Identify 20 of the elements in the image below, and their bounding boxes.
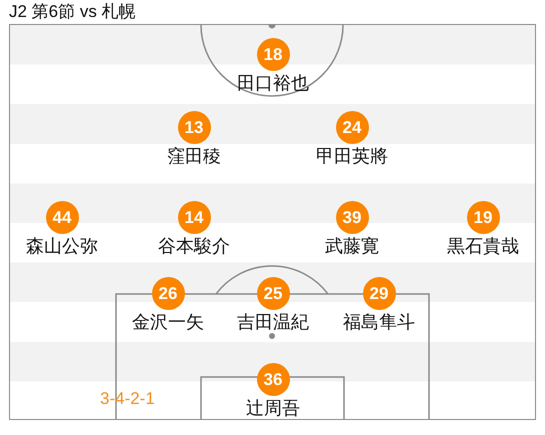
player-number: 14 (178, 200, 210, 234)
player-name: 辻周吾 (246, 398, 300, 419)
player-number: 13 (178, 110, 210, 144)
page-title: J2 第6節 vs 札幌 (9, 2, 136, 22)
player-name: 吉田温紀 (237, 312, 309, 334)
player-number: 39 (336, 200, 368, 234)
player-name: 谷本駿介 (158, 236, 230, 258)
player-name: 福島隼斗 (343, 312, 415, 334)
player-name: 窪田稜 (167, 146, 221, 168)
player-name: 田口裕也 (237, 72, 309, 94)
player-name: 黒石貴哉 (447, 236, 519, 258)
player-name: 甲田英將 (316, 146, 388, 168)
formation-label: 3-4-2-1 (100, 389, 155, 409)
player-number: 44 (46, 200, 78, 234)
player-name: 金沢一矢 (132, 312, 204, 334)
player-number: 19 (466, 200, 500, 234)
player-name: 森山公弥 (26, 236, 98, 258)
player-name: 武藤寛 (325, 236, 379, 258)
player-number: 18 (256, 38, 290, 70)
player-number: 24 (336, 110, 368, 144)
